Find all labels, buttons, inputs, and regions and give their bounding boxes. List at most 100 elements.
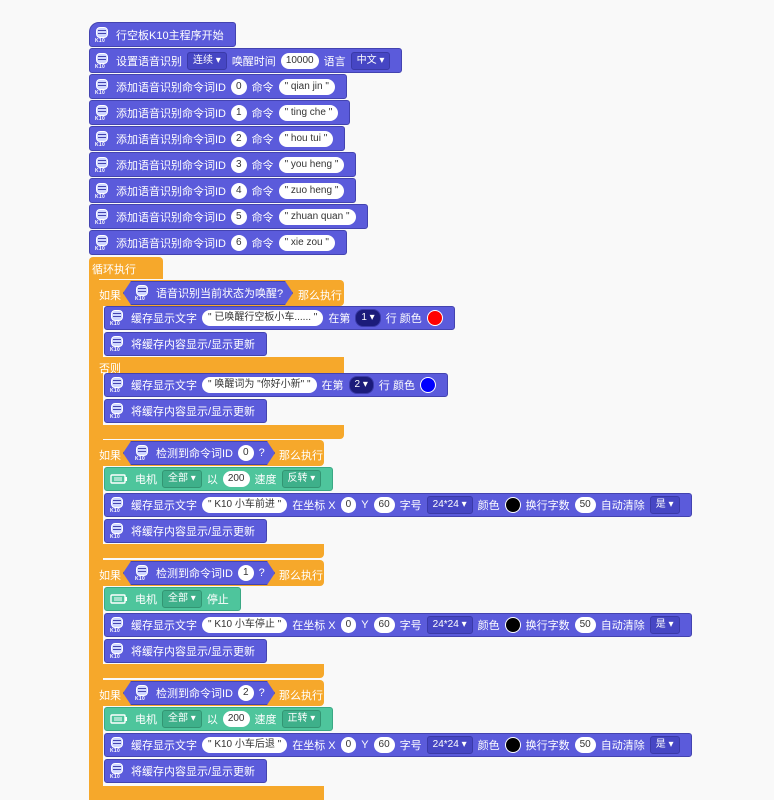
- detect-id-input[interactable]: 2: [238, 685, 254, 701]
- wrap-count-input[interactable]: 50: [574, 617, 596, 633]
- detect-condition[interactable]: K10 检测到命令词ID 2 ?: [123, 681, 275, 705]
- wrap-count-input[interactable]: 50: [574, 737, 596, 753]
- command-word-label: 命令: [251, 237, 274, 250]
- color-swatch-black[interactable]: [504, 497, 521, 513]
- row-dropdown[interactable]: 2 ▾: [348, 376, 374, 394]
- motor-label: 电机: [135, 474, 157, 486]
- motor-select-dropdown[interactable]: 全部 ▾: [162, 590, 202, 608]
- motor-run-block[interactable]: 电机 全部 ▾ 以 200 速度 正转 ▾: [104, 707, 334, 731]
- motor-stop-block[interactable]: 电机 全部 ▾ 停止: [104, 587, 241, 611]
- motor-select-dropdown[interactable]: 全部 ▾: [162, 470, 202, 488]
- command-label: 添加语音识别命令词ID: [116, 211, 226, 224]
- row-dropdown[interactable]: 1 ▾: [355, 309, 381, 327]
- command-word-input[interactable]: " zhuan quan ": [278, 208, 356, 225]
- add-command-word-block[interactable]: K10 添加语音识别命令词ID 1 命令 " ting che ": [89, 100, 351, 125]
- command-word-input[interactable]: " xie zou ": [278, 234, 335, 251]
- font-size-dropdown[interactable]: 24*24 ▾: [426, 616, 473, 634]
- wake-text-input[interactable]: " 已唤醒行空板小车...... ": [202, 310, 324, 326]
- add-command-word-block[interactable]: K10 添加语音识别命令词ID 2 命令 " hou tui ": [89, 126, 346, 151]
- k10-icon: K10: [94, 26, 110, 44]
- k10-icon: K10: [94, 52, 110, 70]
- motor-direction-dropdown[interactable]: 正转 ▾: [281, 710, 322, 728]
- display-text-input[interactable]: " K10 小车前进 ": [202, 497, 288, 513]
- wake-condition[interactable]: K10 语音识别当前状态为唤醒?: [123, 281, 293, 305]
- command-word-input[interactable]: " ting che ": [278, 104, 339, 121]
- add-command-word-block[interactable]: K10 添加语音识别命令词ID 6 命令 " xie zou ": [89, 230, 347, 255]
- refresh-display-block[interactable]: K10 将缓存内容显示/显示更新: [104, 399, 268, 423]
- command-word-input[interactable]: " hou tui ": [278, 130, 334, 147]
- then-label: 那么执行: [279, 450, 323, 462]
- motor-run-block[interactable]: 电机 全部 ▾ 以 200 速度 反转 ▾: [104, 467, 334, 491]
- display-text-input[interactable]: " K10 小车停止 ": [202, 617, 288, 633]
- wrap-count-input[interactable]: 50: [574, 497, 596, 513]
- y-input[interactable]: 60: [373, 737, 395, 753]
- auto-clear-dropdown[interactable]: 是 ▾: [649, 496, 680, 514]
- color-swatch-black[interactable]: [504, 617, 521, 633]
- auto-clear-dropdown[interactable]: 是 ▾: [649, 616, 680, 634]
- font-size-dropdown[interactable]: 24*24 ▾: [426, 496, 473, 514]
- add-command-word-block[interactable]: K10 添加语音识别命令词ID 5 命令 " zhuan quan ": [89, 204, 368, 229]
- refresh-display-block[interactable]: K10 将缓存内容显示/显示更新: [104, 759, 268, 783]
- x-input[interactable]: 0: [340, 497, 357, 513]
- detect-id-input[interactable]: 0: [238, 445, 254, 461]
- color-swatch-black[interactable]: [504, 737, 521, 753]
- wake-time-input[interactable]: 10000: [280, 52, 319, 69]
- forever-loop-block[interactable]: [89, 257, 163, 279]
- cache-text-coord-block[interactable]: K10 缓存显示文字 " K10 小车后退 " 在坐标 X 0 Y 60 字号 …: [104, 733, 692, 757]
- color-swatch-blue[interactable]: [419, 377, 436, 393]
- coord-x-label: 在坐标 X: [292, 620, 336, 632]
- command-word-input[interactable]: " qian jin ": [278, 78, 335, 95]
- command-id-input[interactable]: 1: [231, 104, 247, 121]
- wrap-label: 换行字数: [525, 620, 570, 632]
- auto-clear-dropdown[interactable]: 是 ▾: [649, 736, 680, 754]
- display-text-input[interactable]: " K10 小车后退 ": [202, 737, 288, 753]
- font-size-dropdown[interactable]: 24*24 ▾: [426, 736, 473, 754]
- detect-id-input[interactable]: 1: [238, 565, 254, 581]
- refresh-display-block[interactable]: K10 将缓存内容显示/显示更新: [104, 519, 268, 543]
- auto-clear-label: 自动清除: [600, 620, 645, 632]
- language-dropdown[interactable]: 中文 ▾: [350, 51, 391, 70]
- y-input[interactable]: 60: [373, 497, 395, 513]
- cache-text-coord-block[interactable]: K10 缓存显示文字 " K10 小车停止 " 在坐标 X 0 Y 60 字号 …: [104, 613, 692, 637]
- command-word-input[interactable]: " you heng ": [278, 156, 345, 173]
- detect-condition[interactable]: K10 检测到命令词ID 1 ?: [123, 561, 275, 585]
- detect-q: ?: [258, 567, 265, 579]
- else-text-input[interactable]: " 唤醒词为 "你好小新" ": [202, 377, 317, 393]
- cache-text-wake-block[interactable]: K10 缓存显示文字 " 已唤醒行空板小车...... " 在第 1 ▾ 行 颜…: [104, 306, 455, 330]
- command-id-input[interactable]: 6: [231, 234, 247, 251]
- command-label: 添加语音识别命令词ID: [116, 107, 226, 120]
- motor-speed-input[interactable]: 200: [222, 711, 250, 727]
- y-input[interactable]: 60: [373, 617, 395, 633]
- detect-q: ?: [258, 447, 265, 459]
- command-word-input[interactable]: " zuo heng ": [278, 182, 345, 199]
- else-label: 否则: [99, 363, 121, 375]
- coord-x-label: 在坐标 X: [292, 740, 336, 752]
- cache-text-else-block[interactable]: K10 缓存显示文字 " 唤醒词为 "你好小新" " 在第 2 ▾ 行 颜色: [104, 373, 448, 397]
- x-input[interactable]: 0: [340, 737, 357, 753]
- add-command-word-block[interactable]: K10 添加语音识别命令词ID 3 命令 " you heng ": [89, 152, 357, 177]
- cache-text-coord-block[interactable]: K10 缓存显示文字 " K10 小车前进 " 在坐标 X 0 Y 60 字号 …: [104, 493, 692, 517]
- wrap-label: 换行字数: [525, 500, 570, 512]
- add-command-word-block[interactable]: K10 添加语音识别命令词ID 0 命令 " qian jin ": [89, 74, 347, 99]
- motor-direction-dropdown[interactable]: 反转 ▾: [281, 470, 322, 488]
- mode-dropdown[interactable]: 连续 ▾: [187, 51, 227, 70]
- command-id-input[interactable]: 2: [231, 130, 247, 147]
- motor-select-dropdown[interactable]: 全部 ▾: [162, 710, 202, 728]
- x-input[interactable]: 0: [340, 617, 357, 633]
- refresh-display-block[interactable]: K10 将缓存内容显示/显示更新: [104, 639, 268, 663]
- coord-y-label: Y: [361, 619, 369, 631]
- speech-recognition-setup-block[interactable]: K10 设置语音识别 连续 ▾ 唤醒时间 10000 语言 中文 ▾: [89, 48, 403, 73]
- row-color-label: 行 颜色: [378, 380, 415, 392]
- detect-q: ?: [258, 687, 265, 699]
- refresh-display-block[interactable]: K10 将缓存内容显示/显示更新: [104, 332, 268, 356]
- k10-main-start-block[interactable]: K10 行空板K10主程序开始: [89, 22, 236, 47]
- add-command-word-block[interactable]: K10 添加语音识别命令词ID 4 命令 " zuo heng ": [89, 178, 357, 203]
- motor-speed-input[interactable]: 200: [222, 471, 250, 487]
- command-id-input[interactable]: 4: [231, 182, 247, 199]
- detect-condition[interactable]: K10 检测到命令词ID 0 ?: [123, 441, 275, 465]
- k10-icon: K10: [94, 156, 110, 174]
- command-id-input[interactable]: 0: [231, 78, 247, 95]
- command-id-input[interactable]: 5: [231, 208, 247, 225]
- command-id-input[interactable]: 3: [231, 156, 247, 173]
- color-swatch-red[interactable]: [426, 310, 443, 326]
